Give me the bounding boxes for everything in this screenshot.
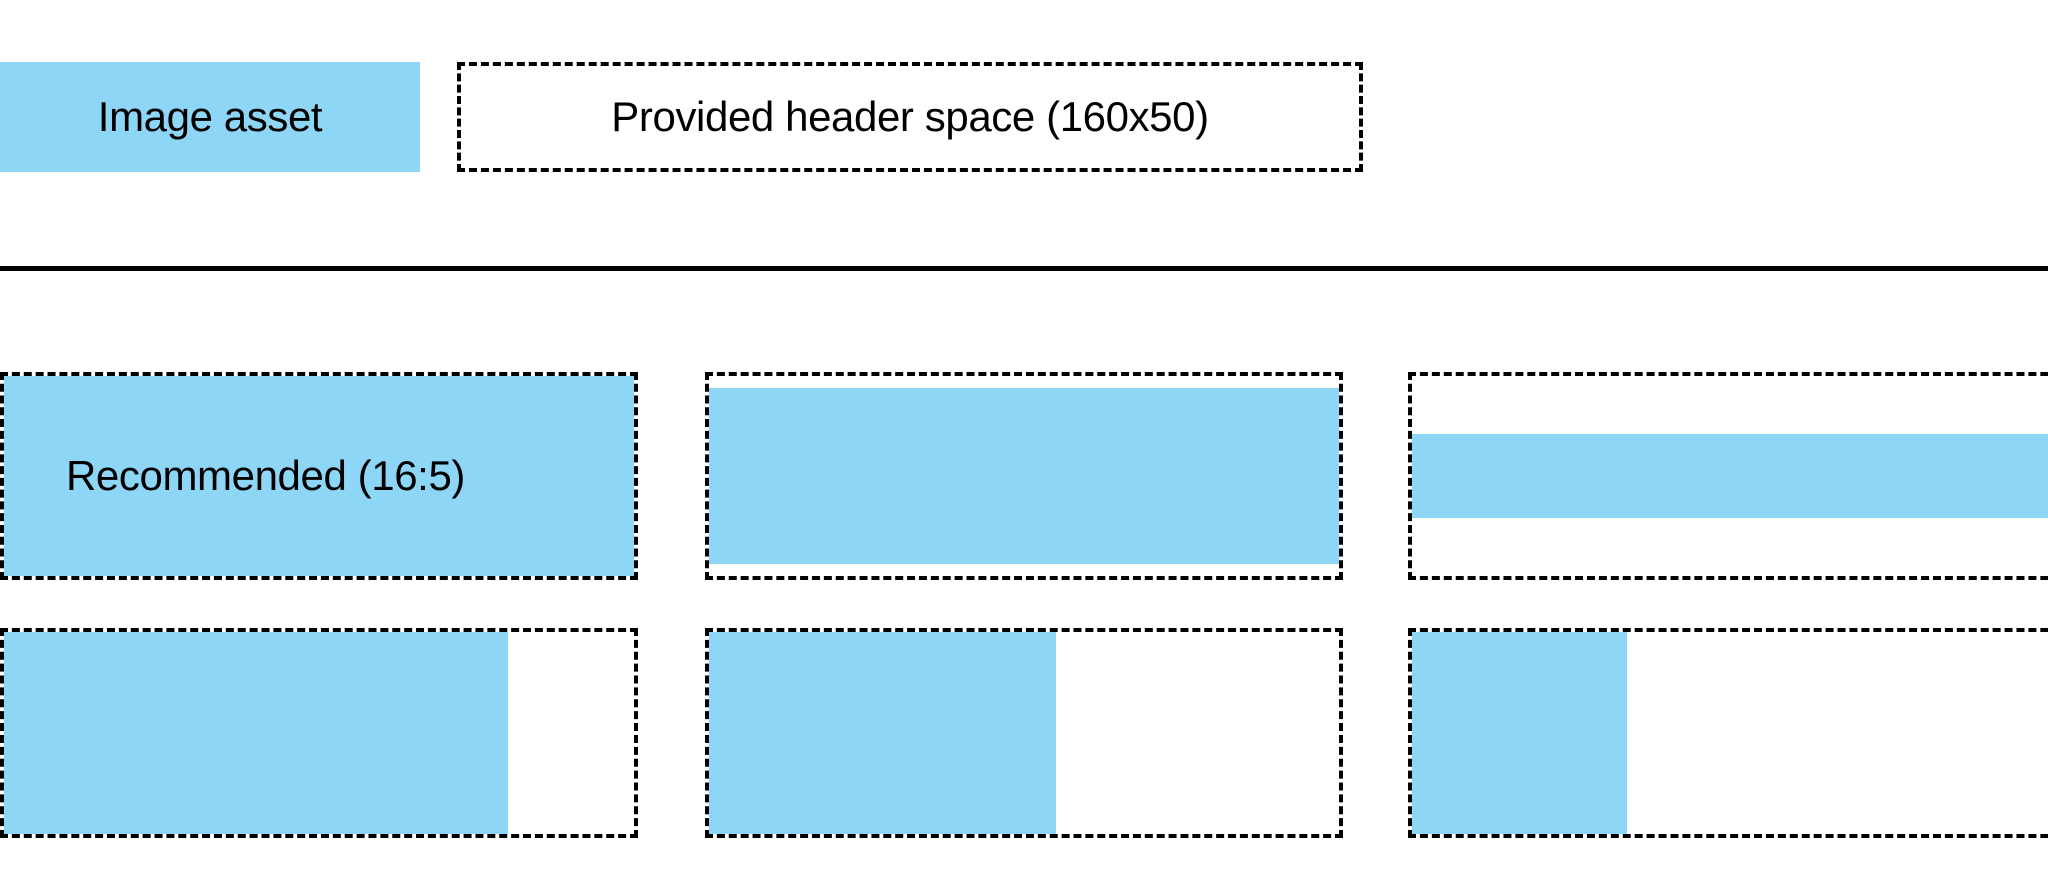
slot-width-55-percent bbox=[705, 628, 1343, 838]
slot-shorter-than-recommended bbox=[1408, 372, 2048, 580]
asset-fill bbox=[709, 388, 1339, 564]
asset-fill bbox=[1412, 632, 1627, 834]
asset-fill bbox=[709, 632, 1056, 834]
legend-row: Image asset Provided header space (160x5… bbox=[0, 62, 2048, 172]
slot-width-80-percent bbox=[0, 628, 638, 838]
legend-header-space-label: Provided header space (160x50) bbox=[611, 93, 1209, 140]
legend-image-asset-label: Image asset bbox=[97, 93, 323, 140]
asset-fill bbox=[4, 632, 508, 834]
slot-taller-than-recommended bbox=[705, 372, 1343, 580]
slot-width-31-percent bbox=[1408, 628, 2048, 838]
asset-fill bbox=[1412, 434, 2048, 518]
asset-fill bbox=[4, 376, 634, 576]
legend-image-asset-swatch: Image asset bbox=[0, 62, 420, 172]
legend-header-space-slot: Provided header space (160x50) bbox=[457, 62, 1363, 172]
section-divider bbox=[0, 266, 2048, 271]
slot-recommended-16-5: Recommended (16:5) bbox=[0, 372, 638, 580]
